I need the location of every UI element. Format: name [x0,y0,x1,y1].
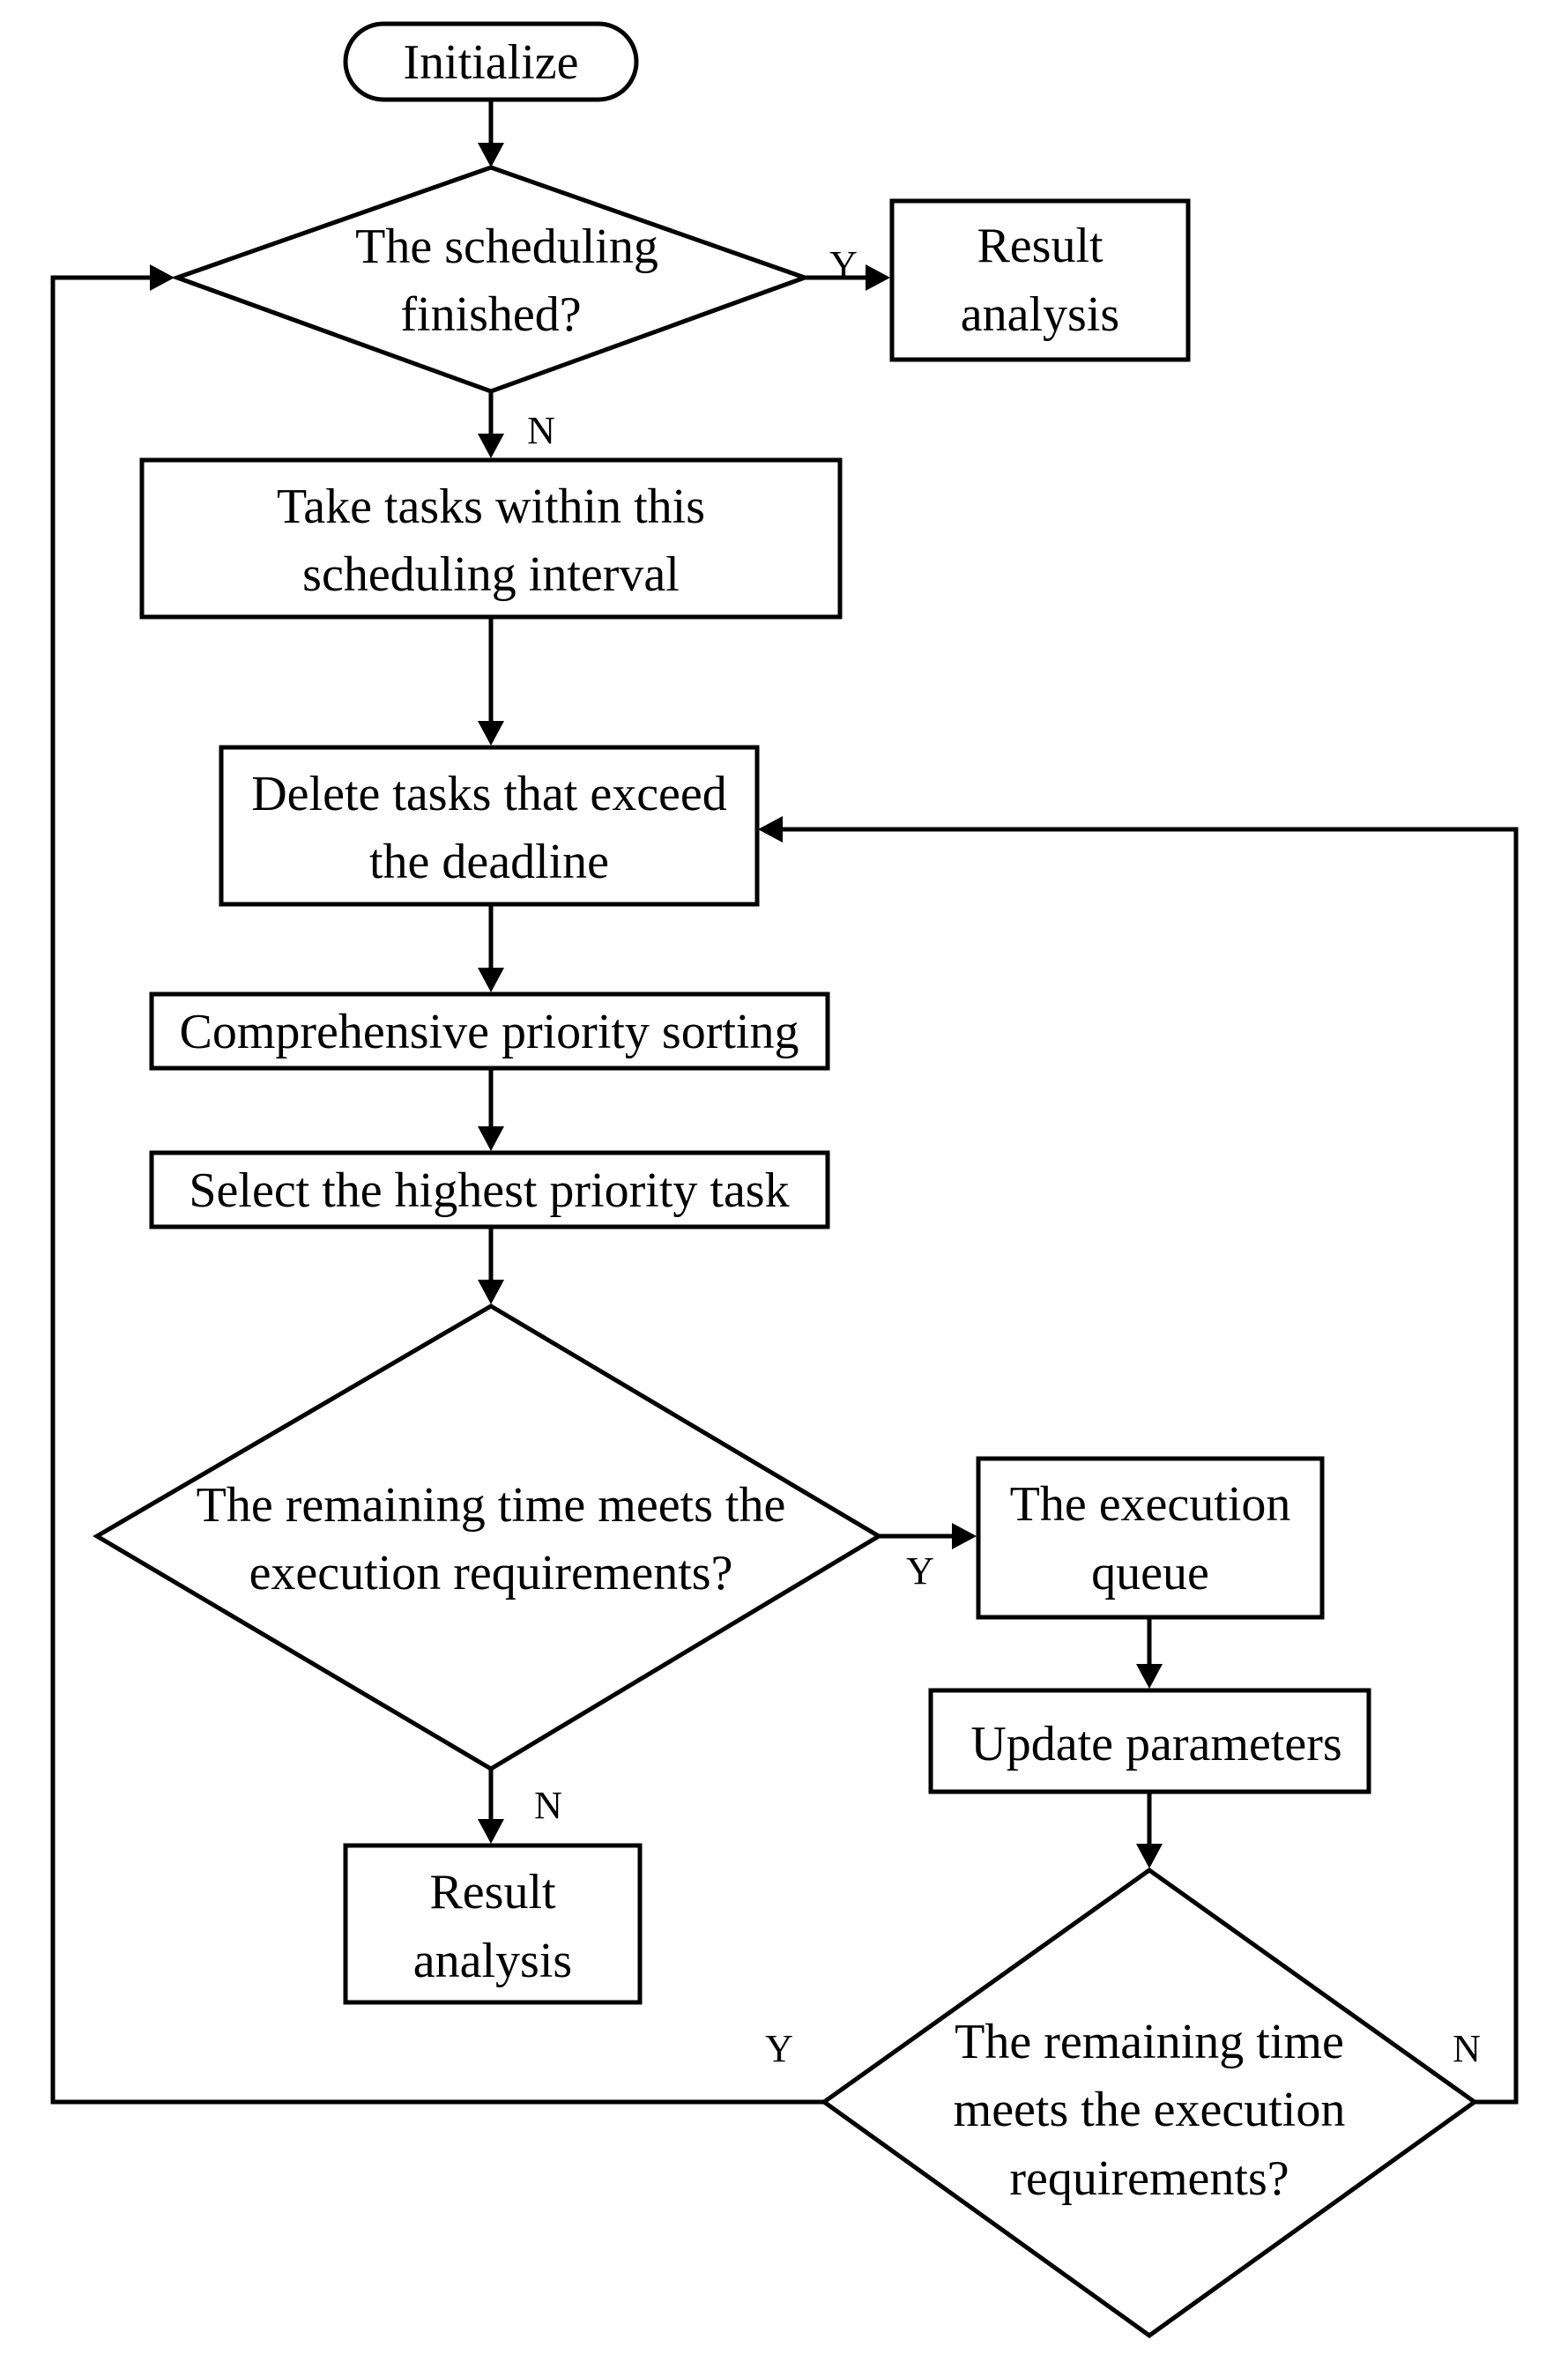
scheduling-finished-label-line1: The scheduling [355,219,658,274]
finished-yes-label: Y [829,243,858,286]
scheduling-finished-decision [170,165,812,394]
execution-queue-box [976,1456,1325,1620]
result-analysis-top-box [889,198,1191,362]
connector-check2-no-loop [783,827,1519,2105]
priority-sorting-label: Comprehensive priority sorting [179,1005,799,1059]
remaining-time-check-1-decision [93,1303,883,1771]
remaining-time-check-1-label-line2: execution requirements? [249,1546,733,1600]
arrowhead-result-bottom [478,1819,504,1844]
take-tasks-label-line2: scheduling interval [302,547,680,602]
update-parameters-box [928,1688,1371,1794]
arrowhead-result-top [866,264,890,291]
initialize-terminal [343,21,639,102]
update-parameters-label: Update parameters [970,1717,1341,1771]
connector-check2-yes-loop [50,275,824,2105]
execution-queue-label-line2: queue [1091,1546,1209,1600]
arrowhead-check2-top [1136,1844,1163,1868]
check1-no-label: N [534,1784,562,1827]
connectors [50,100,1519,2105]
arrowhead-take-tasks [478,434,504,458]
remaining-time-check-2-label-line3: requirements? [1009,2151,1289,2206]
remaining-time-check-2-label-line2: meets the execution [954,2083,1346,2137]
check2-yes-label: Y [765,2027,793,2070]
finished-no-label: N [527,409,555,452]
result-analysis-bottom-box [343,1843,643,2005]
result-analysis-bottom-label-line2: analysis [413,1934,572,1988]
check1-yes-label: Y [906,1549,934,1593]
select-highest-label: Select the highest priority task [189,1163,789,1218]
result-analysis-top-label-line2: analysis [961,287,1119,342]
scheduling-finished-label-line2: finished? [400,287,581,342]
shapes [93,21,1479,2339]
priority-sorting-box [149,991,830,1071]
result-analysis-bottom-label-line1: Result [429,1865,556,1920]
arrowhead-delete-right [758,816,783,843]
arrowhead-select [478,1126,504,1151]
arrowhead-delete [478,721,504,746]
edge-labels: Y N Y N Y N [527,243,1481,2070]
remaining-time-check-2-label-line1: The remaining time [955,2015,1344,2069]
arrowhead-finished-top [478,143,504,167]
select-highest-box [149,1150,830,1229]
remaining-time-check-2-decision [820,1867,1479,2339]
arrowhead-sorting [478,968,504,992]
execution-queue-label-line1: The execution [1010,1477,1291,1532]
arrowhead-finished-left [150,264,175,291]
arrowhead-update [1136,1664,1163,1689]
result-analysis-top-label-line1: Result [977,219,1104,273]
arrowhead-exec-queue [952,1523,977,1549]
node-labels: Initialize The scheduling finished? Resu… [179,35,1345,2206]
arrowhead-check1-top [478,1280,504,1304]
check2-no-label: N [1453,2027,1481,2070]
take-tasks-label-line1: Take tasks within this [277,479,705,534]
delete-tasks-label-line2: the deadline [369,835,609,889]
take-tasks-box [139,457,843,620]
remaining-time-check-1-label-line1: The remaining time meets the [197,1478,786,1533]
delete-tasks-box [219,745,760,907]
initialize-label: Initialize [403,35,578,90]
delete-tasks-label-line1: Delete tasks that exceed [251,767,727,821]
